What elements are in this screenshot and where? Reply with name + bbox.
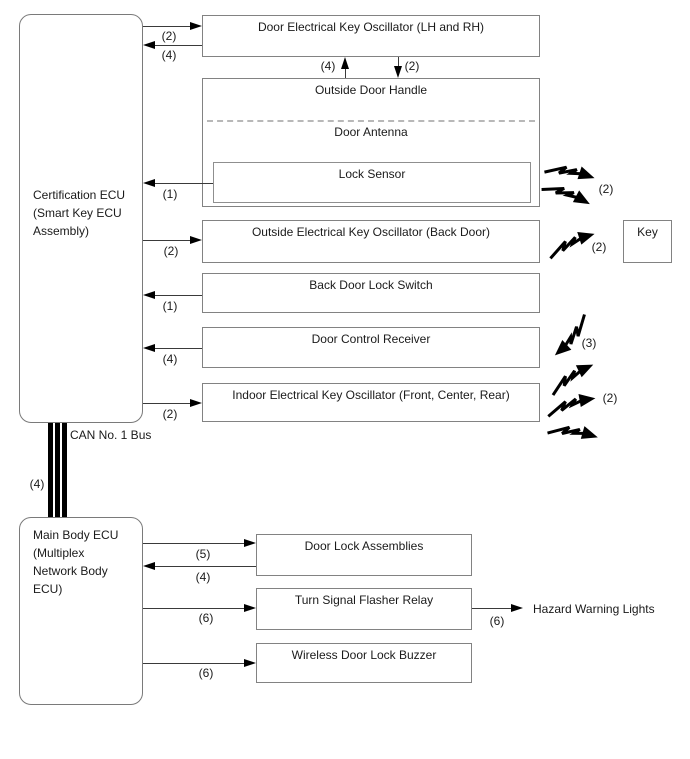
arrowhead-right-icon	[244, 604, 256, 612]
arrowhead-right-icon	[190, 22, 202, 30]
arrow-back-osc-out	[143, 240, 191, 241]
signal-label-turn-signal-out: (6)	[198, 611, 214, 625]
box-lock-sensor: Lock Sensor	[213, 162, 531, 203]
arrowhead-left-icon	[143, 291, 155, 299]
signal-label-buzzer-out: (6)	[198, 666, 214, 680]
arrowhead-right-icon	[511, 604, 523, 612]
rf-label-handle: (2)	[598, 182, 614, 196]
box-indoor-key-oscillator: Indoor Electrical Key Oscillator (Front,…	[202, 383, 540, 422]
arrowhead-right-icon	[190, 399, 202, 407]
outside-key-oscillator-back-label: Outside Electrical Key Oscillator (Back …	[251, 225, 491, 239]
arrowhead-left-icon	[143, 562, 155, 570]
arrow-buzzer-out	[143, 663, 244, 664]
can-bus-lines	[48, 423, 67, 517]
key-label: Key	[637, 225, 658, 239]
arrow-door-lock-in	[155, 566, 256, 567]
box-outside-key-oscillator-back: Outside Electrical Key Oscillator (Back …	[202, 220, 540, 263]
main-body-ecu-label: Main Body ECU (Multiplex Network Body EC…	[33, 528, 119, 596]
signal-label-back-switch-in: (1)	[162, 299, 178, 313]
signal-label-hazard-out: (6)	[489, 614, 505, 628]
hazard-warning-lights-label: Hazard Warning Lights	[533, 602, 655, 616]
rf-label-receiver: (3)	[581, 336, 597, 350]
signal-label-door-osc-in: (4)	[161, 48, 177, 62]
box-back-door-lock-switch: Back Door Lock Switch	[202, 273, 540, 313]
box-wireless-door-lock-buzzer: Wireless Door Lock Buzzer	[256, 643, 472, 683]
arrow-indoor-osc-out	[143, 403, 191, 404]
arrowhead-left-icon	[143, 344, 155, 352]
signal-label-lock-sensor-in: (1)	[162, 187, 178, 201]
arrowhead-right-icon	[190, 236, 202, 244]
lightning-bolt-icon	[547, 393, 596, 418]
lightning-bolt-icon	[541, 186, 590, 205]
lightning-bolt-icon	[551, 364, 594, 396]
arrowhead-right-icon	[244, 539, 256, 547]
box-door-key-oscillator: Door Electrical Key Oscillator (LH and R…	[202, 15, 540, 57]
lightning-bolt-icon	[544, 165, 595, 180]
indoor-key-oscillator-label: Indoor Electrical Key Oscillator (Front,…	[232, 388, 510, 402]
turn-signal-flasher-relay-label: Turn Signal Flasher Relay	[294, 593, 434, 607]
certification-ecu-label: Certification ECU (Smart Key ECU Assembl…	[33, 188, 126, 238]
arrowhead-left-icon	[143, 179, 155, 187]
signal-label-door-osc-out: (2)	[161, 29, 177, 43]
door-key-oscillator-label: Door Electrical Key Oscillator (LH and R…	[257, 20, 485, 34]
signal-label-receiver-in: (4)	[162, 352, 178, 366]
arrow-door-osc-in	[155, 45, 202, 46]
outside-door-handle-label: Outside Door Handle	[314, 83, 428, 97]
can-bus-label: CAN No. 1 Bus	[70, 428, 152, 442]
signal-label-door-lock-out: (5)	[195, 547, 211, 561]
door-antenna-divider	[207, 120, 535, 122]
arrow-turn-signal-out	[143, 608, 244, 609]
box-key: Key	[623, 220, 672, 263]
box-outside-door-handle: Outside Door Handle Door Antenna Lock Se…	[202, 78, 540, 207]
back-door-lock-switch-label: Back Door Lock Switch	[309, 278, 433, 292]
arrow-handle-down	[398, 57, 399, 67]
arrow-handle-up	[345, 68, 346, 78]
signal-label-handle-up: (4)	[320, 59, 336, 73]
arrow-back-switch-in	[155, 295, 202, 296]
arrow-receiver-in	[155, 348, 202, 349]
can-bus-count-label: (4)	[29, 477, 45, 491]
wireless-door-lock-buzzer-label: Wireless Door Lock Buzzer	[291, 648, 437, 662]
arrow-hazard-out	[472, 608, 511, 609]
arrow-door-lock-out	[143, 543, 244, 544]
signal-label-door-lock-in: (4)	[195, 570, 211, 584]
box-door-lock-assemblies: Door Lock Assemblies	[256, 534, 472, 576]
signal-label-handle-down: (2)	[404, 59, 420, 73]
rf-label-indoor: (2)	[602, 391, 618, 405]
arrowhead-left-icon	[143, 41, 155, 49]
rf-label-back-door: (2)	[591, 240, 607, 254]
arrow-lock-sensor-in	[155, 183, 213, 184]
arrowhead-down-icon	[394, 66, 402, 78]
lock-sensor-label: Lock Sensor	[338, 167, 406, 181]
box-turn-signal-flasher-relay: Turn Signal Flasher Relay	[256, 588, 472, 630]
lightning-bolt-icon	[554, 314, 586, 356]
door-lock-assemblies-label: Door Lock Assemblies	[304, 539, 424, 553]
signal-label-back-osc-out: (2)	[163, 244, 179, 258]
arrowhead-up-icon	[341, 57, 349, 69]
arrow-door-osc-out	[143, 26, 191, 27]
door-control-receiver-label: Door Control Receiver	[311, 332, 431, 346]
arrowhead-right-icon	[244, 659, 256, 667]
lightning-bolt-icon	[549, 232, 595, 260]
door-antenna-label: Door Antenna	[334, 125, 408, 139]
lightning-bolt-icon	[547, 425, 598, 439]
box-main-body-ecu	[19, 517, 143, 705]
box-certification-ecu	[19, 14, 143, 423]
box-door-control-receiver: Door Control Receiver	[202, 327, 540, 368]
signal-label-indoor-osc-out: (2)	[162, 407, 178, 421]
